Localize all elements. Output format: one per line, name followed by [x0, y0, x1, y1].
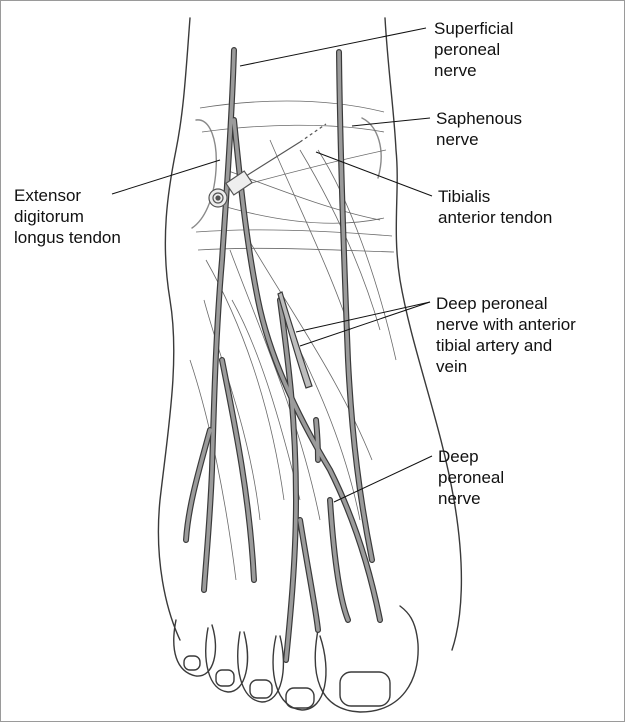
leader-deep-peroneal-2	[300, 302, 430, 346]
label-deep-peroneal-nerve: Deep peroneal nerve	[438, 446, 504, 509]
leader-deep-peroneal	[334, 456, 432, 502]
label-superficial-peroneal-nerve: Superficial peroneal nerve	[434, 18, 513, 81]
leader-extensor-digitorum	[112, 160, 220, 194]
leader-tibialis-anterior	[316, 152, 432, 196]
label-deep-peroneal-with-artery: Deep peroneal nerve with anterior tibial…	[436, 293, 576, 377]
label-saphenous-nerve: Saphenous nerve	[436, 108, 522, 150]
leader-superficial-peroneal	[240, 28, 426, 66]
leader-lines	[112, 28, 432, 502]
label-tibialis-anterior-tendon: Tibialis anterior tendon	[438, 186, 552, 228]
label-extensor-digitorum-longus: Extensor digitorum longus tendon	[14, 185, 121, 248]
foot-outline	[158, 18, 461, 712]
